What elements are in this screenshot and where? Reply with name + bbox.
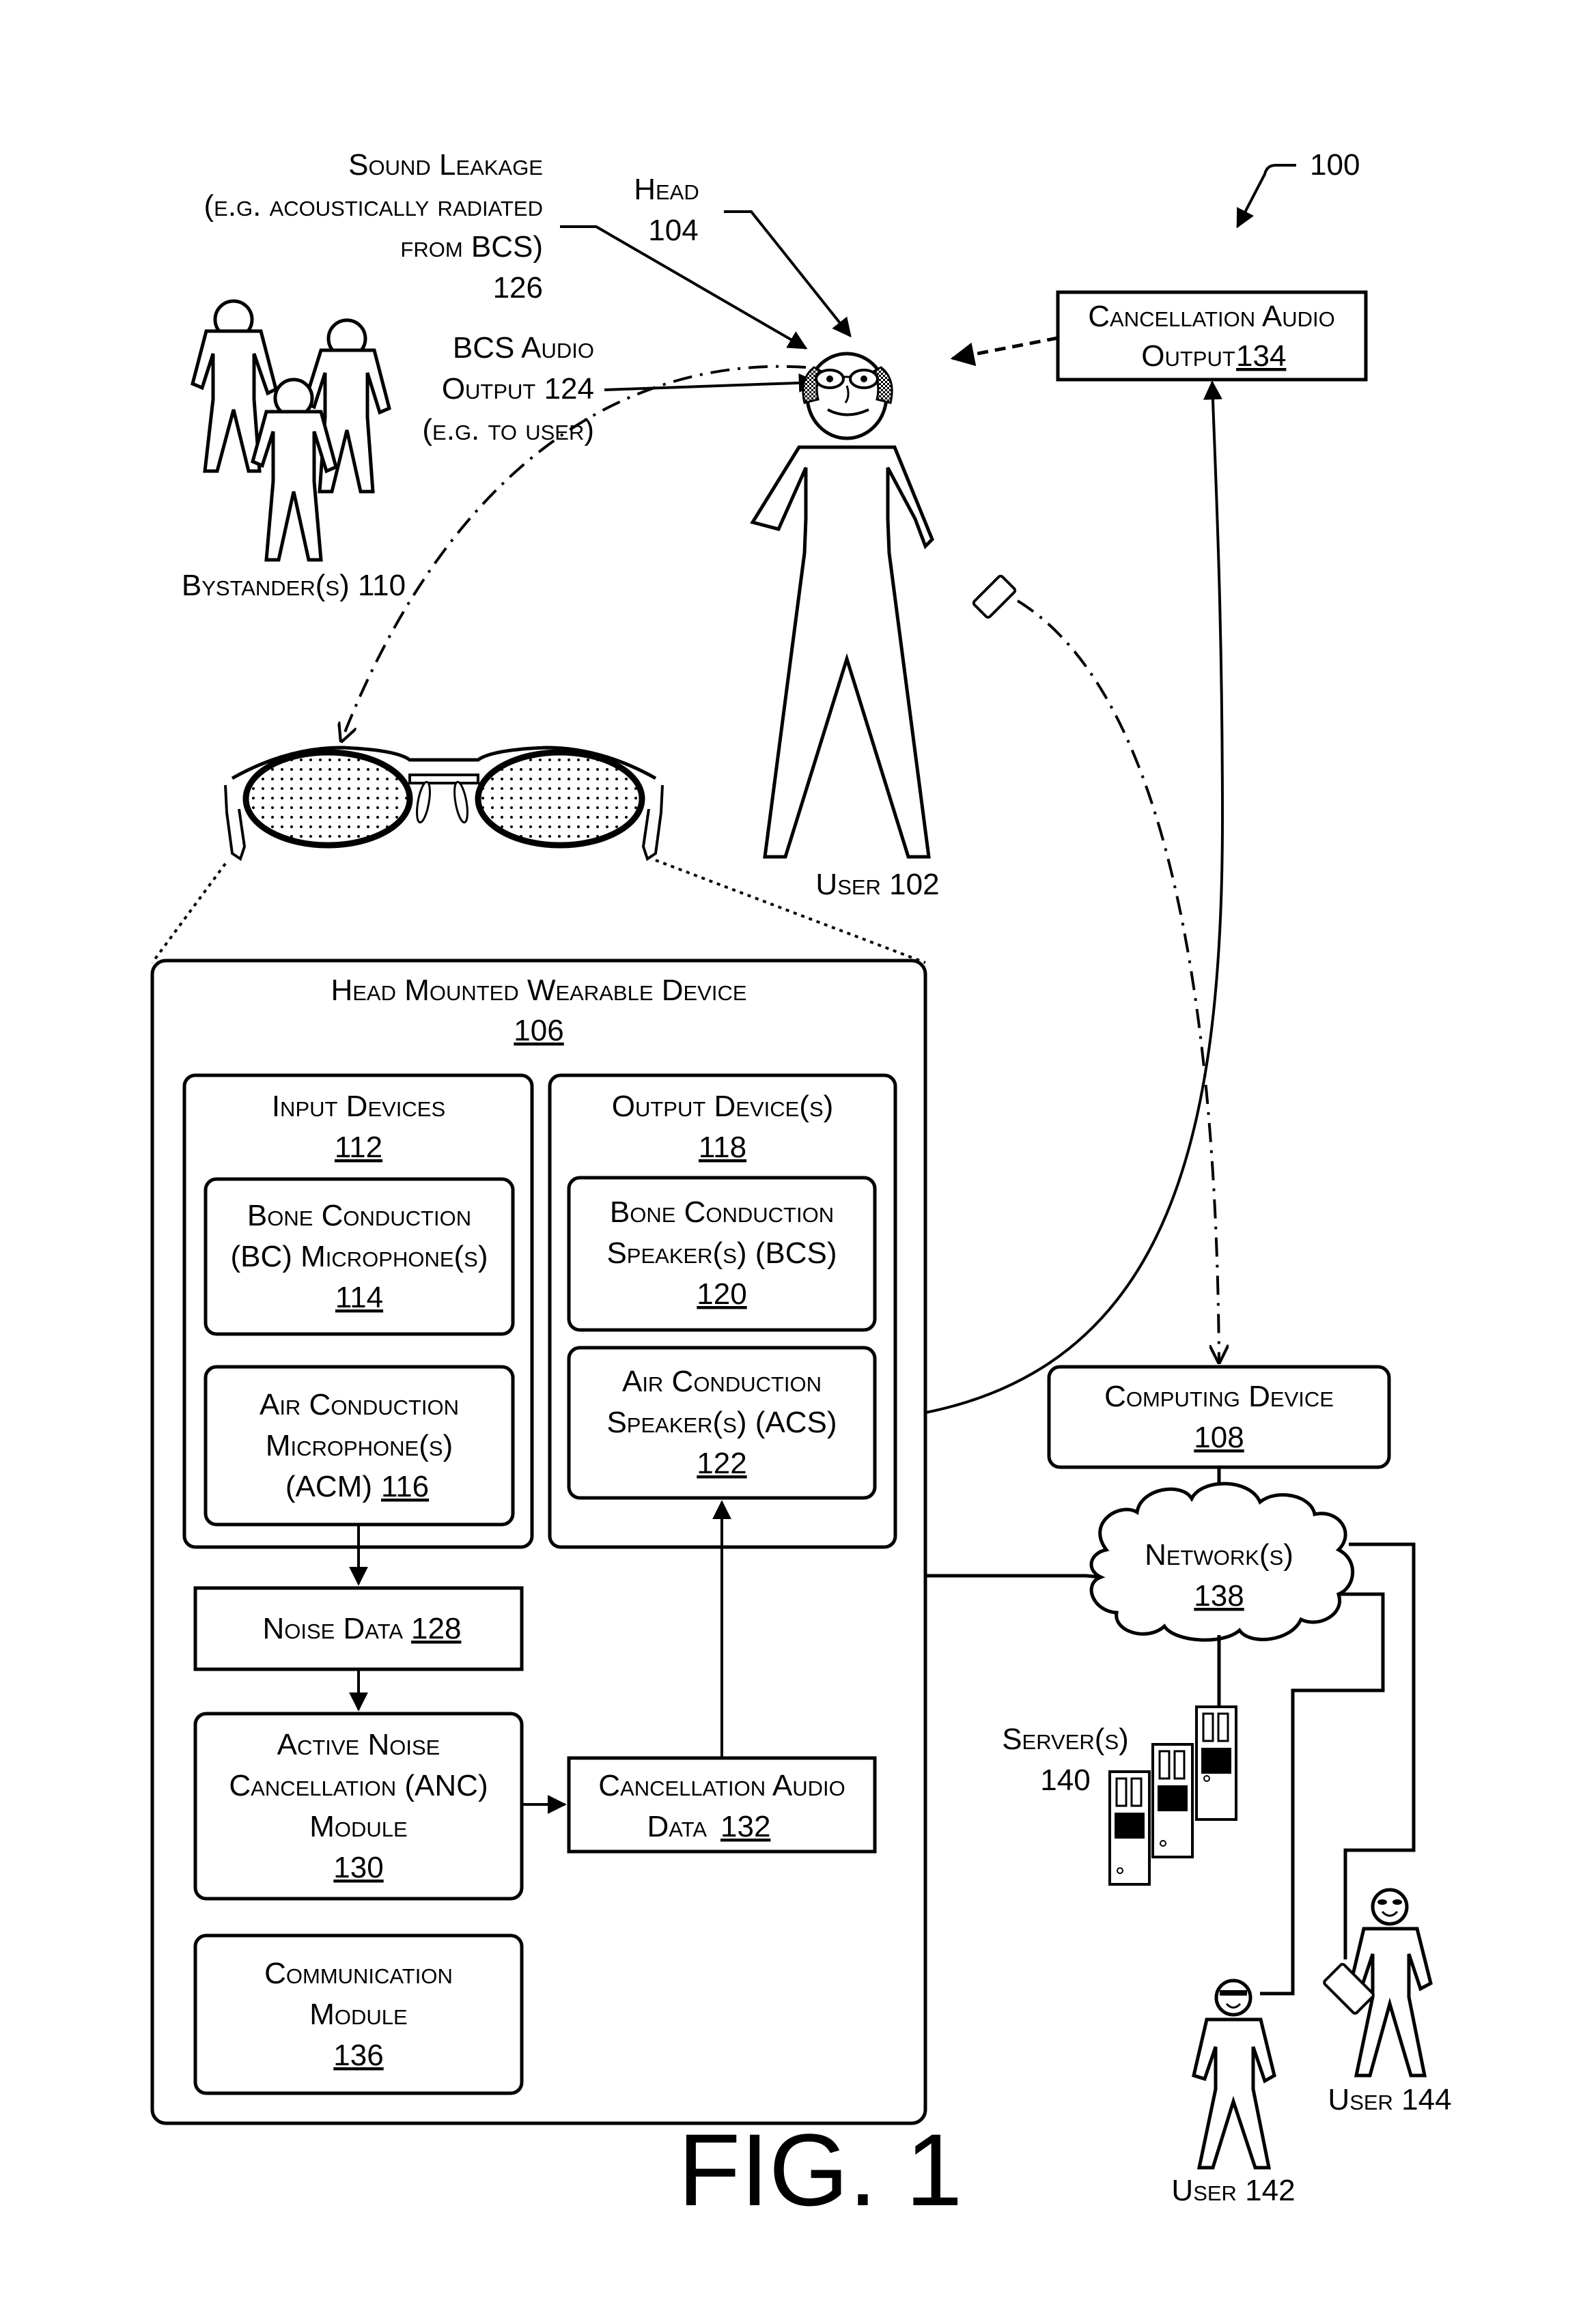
smartphone-icon bbox=[972, 575, 1016, 619]
input-devices-title: Input Devices bbox=[272, 1090, 445, 1123]
sound-leakage-annotation: Sound Leakage (e.g. acoustically radiate… bbox=[204, 148, 807, 348]
anc-module-line-3: Module bbox=[309, 1810, 407, 1843]
computing-device-box: Computing Device 108 bbox=[1049, 1367, 1389, 1467]
ac-speaker-ref: 122 bbox=[697, 1447, 746, 1480]
servers-illustration: Server(s) 140 bbox=[1002, 1707, 1236, 1884]
noise-data-title: Noise Data bbox=[262, 1612, 403, 1645]
bc-microphone-ref: 114 bbox=[335, 1281, 383, 1314]
noise-data-box: Noise Data 128 bbox=[195, 1588, 522, 1669]
ac-microphone-line-3: (ACM) bbox=[285, 1470, 372, 1503]
server-icon bbox=[1110, 1772, 1149, 1884]
sound-leakage-ref: 126 bbox=[493, 271, 543, 304]
cancellation-audio-data-line-2: Data bbox=[647, 1810, 708, 1843]
ac-speaker-box: Air Conduction Speaker(s) (ACS) 122 bbox=[569, 1348, 875, 1498]
bc-microphone-line-1: Bone Conduction bbox=[247, 1199, 471, 1232]
head-mounted-device-title: Head Mounted Wearable Device bbox=[331, 974, 746, 1007]
reference-100-label: 100 bbox=[1310, 148, 1360, 182]
smart-glasses-illustration bbox=[225, 748, 662, 859]
bc-speaker-box: Bone Conduction Speaker(s) (BCS) 120 bbox=[569, 1178, 875, 1330]
output-devices-title: Output Device(s) bbox=[612, 1090, 834, 1123]
servers-title: Server(s) bbox=[1002, 1723, 1129, 1756]
server-icon bbox=[1196, 1707, 1236, 1819]
communication-module-line-1: Communication bbox=[264, 1957, 453, 1990]
bcs-audio-line-1: BCS Audio bbox=[453, 331, 594, 365]
user-144-label: User 144 bbox=[1328, 2083, 1451, 2116]
glasses-callout-left bbox=[152, 864, 225, 963]
server-icon bbox=[1153, 1744, 1192, 1857]
bcs-audio-output-annotation: BCS Audio Output 124 (e.g. to user) bbox=[422, 331, 816, 447]
user-102-label: User 102 bbox=[815, 868, 939, 901]
output-devices-ref: 118 bbox=[699, 1131, 746, 1164]
cancellation-audio-data-line-1: Cancellation Audio bbox=[598, 1769, 845, 1802]
reference-100-pointer: 100 bbox=[1237, 148, 1360, 227]
user-142-label: User 142 bbox=[1171, 2174, 1295, 2207]
bc-speaker-line-2: Speaker(s) (BCS) bbox=[606, 1236, 837, 1270]
cancellation-audio-output-line-1: Cancellation Audio bbox=[1088, 300, 1334, 333]
cancellation-audio-output-line-2: Output bbox=[1141, 339, 1235, 373]
head-mounted-device-ref: 106 bbox=[514, 1014, 563, 1047]
figure-caption: FIG. 1 bbox=[678, 2112, 963, 2227]
bc-speaker-line-1: Bone Conduction bbox=[610, 1195, 834, 1229]
communication-module-ref: 136 bbox=[333, 2039, 383, 2072]
network-title: Network(s) bbox=[1145, 1538, 1293, 1572]
bcs-audio-line-3: (e.g. to user) bbox=[422, 413, 594, 447]
user-144-figure: User 144 bbox=[1324, 1890, 1452, 2116]
cancellation-audio-output-box: Cancellation Audio Output 134 bbox=[1058, 292, 1366, 380]
communication-module-box: Communication Module 136 bbox=[195, 1936, 522, 2093]
phone-to-computing-device-link bbox=[1018, 601, 1219, 1362]
device-to-network-line bbox=[925, 1576, 1101, 1577]
ac-microphone-ref: 116 bbox=[381, 1470, 429, 1503]
head-label: Head bbox=[634, 173, 699, 206]
bc-speaker-ref: 120 bbox=[697, 1277, 746, 1311]
ac-speaker-line-2: Speaker(s) (ACS) bbox=[606, 1406, 837, 1439]
servers-ref: 140 bbox=[1040, 1763, 1090, 1797]
network-cloud: Network(s) 138 bbox=[1091, 1484, 1353, 1640]
sound-leakage-line-3: from BCS) bbox=[400, 230, 543, 264]
ac-speaker-line-1: Air Conduction bbox=[622, 1365, 822, 1398]
cancellation-output-to-head-arrow bbox=[953, 338, 1058, 358]
noise-data-ref: 128 bbox=[411, 1612, 461, 1645]
cancellation-audio-data-box: Cancellation Audio Data 132 bbox=[569, 1758, 875, 1852]
cancellation-audio-data-ref: 132 bbox=[720, 1810, 770, 1843]
bc-microphone-line-2: (BC) Microphone(s) bbox=[230, 1240, 488, 1273]
anc-module-line-1: Active Noise bbox=[277, 1728, 440, 1761]
user-142-figure: User 142 bbox=[1171, 1981, 1295, 2207]
ac-microphone-line-1: Air Conduction bbox=[260, 1388, 459, 1421]
network-ref: 138 bbox=[1194, 1579, 1244, 1613]
cancellation-audio-output-ref: 134 bbox=[1236, 339, 1286, 373]
communication-module-line-2: Module bbox=[309, 1998, 407, 2031]
ac-microphone-box: Air Conduction Microphone(s) (ACM) 116 bbox=[206, 1367, 513, 1525]
computing-device-ref: 108 bbox=[1194, 1421, 1244, 1454]
head-ref: 104 bbox=[648, 214, 698, 247]
anc-module-line-2: Cancellation (ANC) bbox=[229, 1769, 488, 1802]
bystanders-figure: Bystander(s) 110 bbox=[182, 301, 406, 602]
ac-microphone-line-2: Microphone(s) bbox=[266, 1429, 453, 1462]
sound-leakage-line-2: (e.g. acoustically radiated bbox=[204, 189, 544, 223]
computing-device-title: Computing Device bbox=[1104, 1380, 1334, 1413]
anc-module-box: Active Noise Cancellation (ANC) Module 1… bbox=[195, 1714, 522, 1899]
bystanders-label: Bystander(s) 110 bbox=[182, 569, 406, 602]
bcs-audio-line-2: Output 124 bbox=[442, 372, 594, 406]
bc-microphone-box: Bone Conduction (BC) Microphone(s) 114 bbox=[206, 1179, 513, 1334]
input-devices-ref: 112 bbox=[335, 1131, 382, 1164]
sound-leakage-line-1: Sound Leakage bbox=[348, 148, 543, 182]
user-102-figure: User 102 bbox=[753, 354, 1016, 901]
anc-module-ref: 130 bbox=[333, 1851, 383, 1884]
